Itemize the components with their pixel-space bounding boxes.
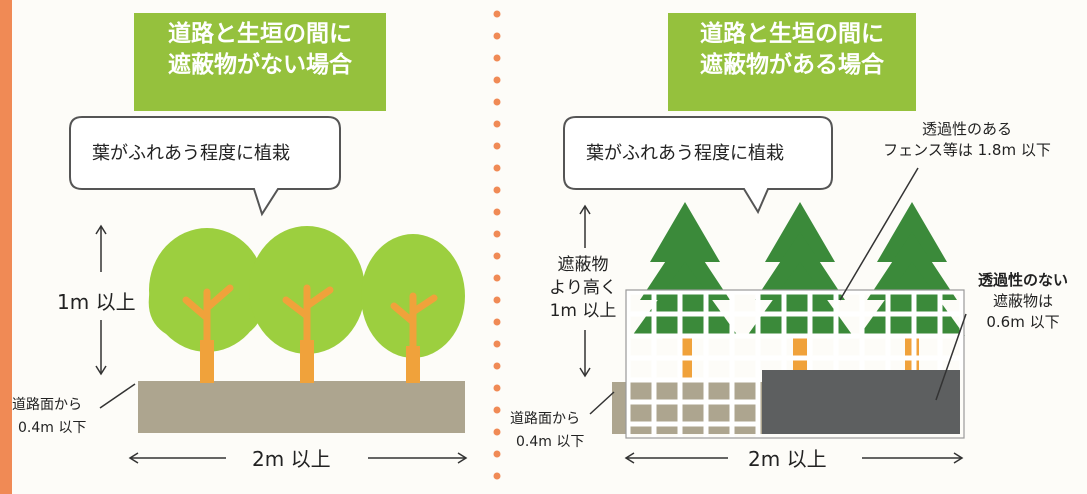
fence-grid: [625, 289, 965, 438]
dotted-divider: [493, 10, 501, 480]
conifer-right-2: [747, 202, 853, 382]
height-note-right-line1: 遮蔽物: [557, 255, 609, 275]
ground-note-right-line2: 0.4m 以下: [516, 434, 585, 450]
ground-left: [138, 381, 465, 433]
height-note-right-line3: 1m 以上: [549, 301, 617, 321]
wall-leader: [935, 313, 967, 401]
title-with-barrier: 道路と生垣の間に 遮蔽物がある場合: [668, 13, 916, 111]
ground-note-right-line1: 道路面から: [510, 411, 580, 427]
width-arrow-right: [624, 452, 964, 464]
left-edge-stripe: [0, 0, 12, 494]
fence-note-line1: 透過性のある: [921, 120, 1012, 138]
tree-left-1: [148, 228, 265, 383]
fence-note: 透過性のある フェンス等は 1.8m 以下: [872, 119, 1062, 161]
tree-left-2: [249, 226, 365, 383]
fence-grid-outline: [625, 289, 965, 439]
height-arrow-right: [579, 204, 591, 378]
title-no-barrier: 道路と生垣の間に 遮蔽物がない場合: [134, 13, 386, 111]
width-arrow-left: [128, 452, 468, 464]
width-label-left: 2m 以上: [252, 447, 331, 471]
opaque-wall-note-line1: 透過性のない: [977, 271, 1068, 289]
tree-left-3: [361, 234, 465, 383]
width-label-right: 2m 以上: [748, 447, 827, 471]
opaque-wall-note-line3: 0.6m 以下: [986, 313, 1060, 331]
ground-note-left-line1: 道路面から: [12, 397, 82, 413]
fence-leader: [839, 167, 919, 301]
speech-bubble-left: [69, 116, 341, 217]
opaque-wall: [762, 370, 960, 434]
title-with-barrier-line1: 道路と生垣の間に: [700, 21, 884, 47]
speech-bubble-right: [563, 116, 833, 215]
height-note-right: 遮蔽物 より高く 1m 以上: [522, 254, 644, 323]
title-no-barrier-line2: 遮蔽物がない場合: [168, 52, 352, 78]
bubble-text-right: 葉がふれあう程度に植栽: [586, 143, 784, 164]
height-label-left: 1m 以上: [57, 290, 136, 314]
ground-note-left-line2: 0.4m 以下: [18, 420, 87, 436]
fence-note-line2: フェンス等は 1.8m 以下: [883, 141, 1051, 159]
height-arrow-left: [95, 224, 107, 376]
ground-leader-left: [99, 383, 136, 409]
ground-leader-right: [589, 391, 615, 415]
bubble-text-left: 葉がふれあう程度に植栽: [92, 143, 290, 164]
title-with-barrier-line2: 遮蔽物がある場合: [700, 52, 884, 78]
opaque-wall-note-line2: 遮蔽物は: [992, 292, 1053, 310]
opaque-wall-note: 透過性のない 遮蔽物は 0.6m 以下: [960, 270, 1086, 333]
title-no-barrier-line1: 道路と生垣の間に: [168, 21, 352, 47]
height-note-right-line2: より高く: [549, 278, 617, 298]
conifer-right-1: [632, 202, 738, 382]
